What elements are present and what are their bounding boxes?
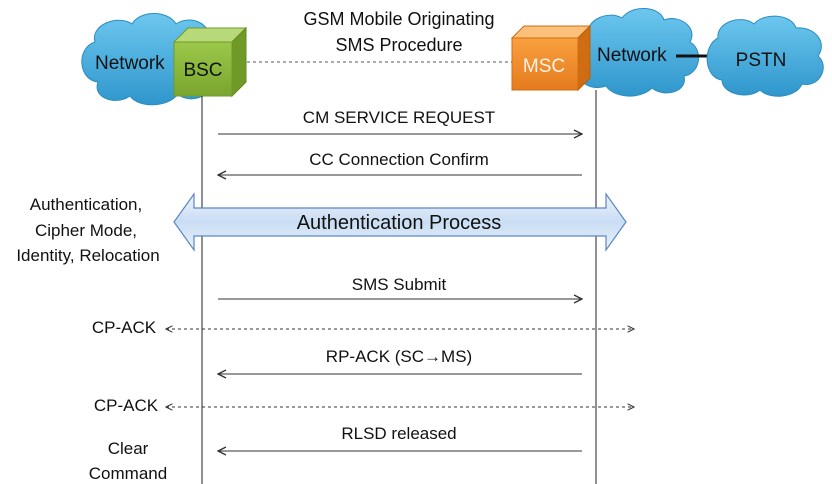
network-right-label: Network [597, 45, 667, 66]
side-note-authentication: Authentication, [30, 195, 142, 214]
side-note-cipher-mode: Cipher Mode, [35, 221, 137, 240]
message-label: RP-ACK (SC→MS) [326, 347, 472, 366]
network-left-label: Network [95, 53, 165, 74]
message-label: RLSD released [341, 424, 456, 443]
msc-cube [510, 24, 592, 92]
pstn-label: PSTN [736, 50, 787, 71]
side-note-identity-relocation: Identity, Relocation [16, 246, 159, 265]
msc-label: MSC [523, 56, 565, 77]
diagram-title-line1: GSM Mobile Originating [303, 9, 494, 29]
authentication-process-label: Authentication Process [297, 212, 502, 234]
pstn-cloud [706, 15, 824, 97]
cp-ack-label: CP-ACK [94, 396, 159, 415]
bsc-cube [172, 26, 248, 98]
message-label: CC Connection Confirm [309, 150, 489, 169]
side-note-command: Command [89, 464, 167, 483]
authentication-process-arrow [173, 192, 627, 252]
message-label: CM SERVICE REQUEST [303, 108, 495, 127]
diagram-title-line2: SMS Procedure [335, 35, 462, 55]
cp-ack-label: CP-ACK [92, 318, 157, 337]
bsc-label: BSC [183, 60, 222, 81]
message-label: SMS Submit [352, 275, 447, 294]
side-note-clear: Clear [108, 439, 149, 458]
